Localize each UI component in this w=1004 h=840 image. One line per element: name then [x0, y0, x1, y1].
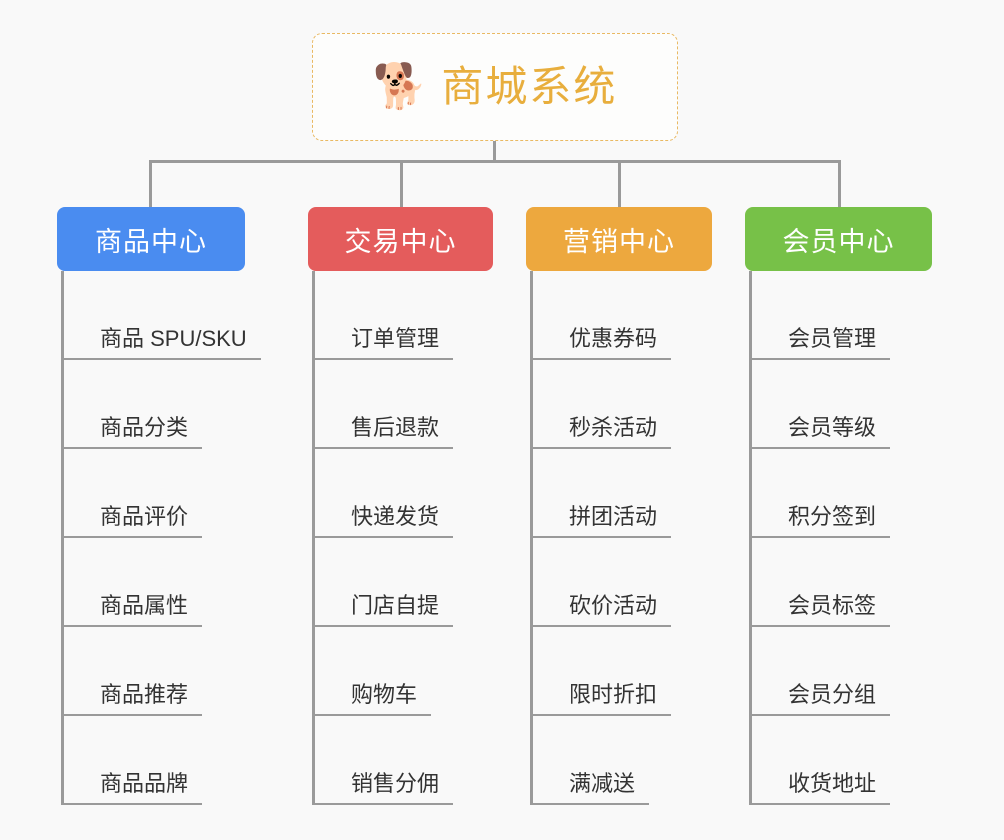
branch-header-2[interactable]: 营销中心 [526, 207, 712, 271]
leaf-label: 商品评价 [64, 504, 203, 538]
leaf-label: 砍价活动 [533, 593, 672, 627]
leaf-label: 会员标签 [752, 593, 891, 627]
leaf-item[interactable]: 会员标签 [752, 538, 932, 627]
leaf-item[interactable]: 砍价活动 [533, 538, 712, 627]
leaf-label: 会员等级 [752, 415, 891, 449]
leaf-item[interactable]: 商品评价 [64, 449, 245, 538]
branch-leaf-list-3: 会员管理 会员等级 积分签到 会员标签 会员分组 收货地址 [749, 271, 932, 805]
leaf-item[interactable]: 商品分类 [64, 360, 245, 449]
leaf-item[interactable]: 秒杀活动 [533, 360, 712, 449]
leaf-item[interactable]: 订单管理 [315, 271, 493, 360]
branch-column-1: 交易中心 订单管理 售后退款 快递发货 门店自提 购物车 销售分佣 [308, 207, 493, 805]
branch-column-3: 会员中心 会员管理 会员等级 积分签到 会员标签 会员分组 收货地址 [745, 207, 932, 805]
leaf-item[interactable]: 快递发货 [315, 449, 493, 538]
leaf-label: 拼团活动 [533, 504, 672, 538]
leaf-item[interactable]: 满减送 [533, 716, 712, 805]
branch-header-label-2: 营销中心 [563, 226, 675, 257]
leaf-label: 购物车 [315, 682, 432, 716]
leaf-label: 满减送 [533, 771, 650, 805]
leaf-label: 商品品牌 [64, 771, 203, 805]
leaf-item[interactable]: 会员等级 [752, 360, 932, 449]
leaf-label: 收货地址 [752, 771, 891, 805]
branch-column-0: 商品中心 商品 SPU/SKU 商品分类 商品评价 商品属性 商品推荐 商品品牌 [57, 207, 261, 805]
leaf-label: 积分签到 [752, 504, 891, 538]
connector-drop-3 [838, 160, 841, 208]
leaf-label: 限时折扣 [533, 682, 672, 716]
leaf-item[interactable]: 会员管理 [752, 271, 932, 360]
leaf-item[interactable]: 商品 SPU/SKU [64, 271, 261, 360]
branch-header-0[interactable]: 商品中心 [57, 207, 245, 271]
connector-drop-0 [149, 160, 152, 208]
dog-face-icon: 🐕 [372, 62, 428, 111]
leaf-label: 秒杀活动 [533, 415, 672, 449]
branch-header-label-1: 交易中心 [344, 226, 457, 257]
branch-header-1[interactable]: 交易中心 [308, 207, 493, 271]
leaf-item[interactable]: 收货地址 [752, 716, 932, 805]
leaf-label: 会员管理 [752, 326, 891, 360]
leaf-label: 销售分佣 [315, 771, 454, 805]
leaf-label: 优惠券码 [533, 326, 672, 360]
leaf-label: 商品属性 [64, 593, 203, 627]
leaf-item[interactable]: 购物车 [315, 627, 493, 716]
leaf-item[interactable]: 商品推荐 [64, 627, 245, 716]
leaf-item[interactable]: 限时折扣 [533, 627, 712, 716]
leaf-item[interactable]: 商品属性 [64, 538, 245, 627]
connector-root-stem [493, 141, 496, 162]
leaf-item[interactable]: 拼团活动 [533, 449, 712, 538]
connector-horizontal-bus [149, 160, 841, 163]
leaf-item[interactable]: 积分签到 [752, 449, 932, 538]
leaf-label: 会员分组 [752, 682, 891, 716]
leaf-item[interactable]: 门店自提 [315, 538, 493, 627]
branch-column-2: 营销中心 优惠券码 秒杀活动 拼团活动 砍价活动 限时折扣 满减送 [526, 207, 712, 805]
leaf-label: 快递发货 [315, 504, 454, 538]
leaf-label: 售后退款 [315, 415, 454, 449]
root-node[interactable]: 🐕 商城系统 [312, 33, 678, 141]
branch-leaf-list-1: 订单管理 售后退款 快递发货 门店自提 购物车 销售分佣 [312, 271, 493, 805]
leaf-item[interactable]: 会员分组 [752, 627, 932, 716]
leaf-label: 商品推荐 [64, 682, 203, 716]
leaf-label: 商品分类 [64, 415, 203, 449]
connector-drop-1 [400, 160, 403, 208]
branch-leaf-list-0: 商品 SPU/SKU 商品分类 商品评价 商品属性 商品推荐 商品品牌 [61, 271, 261, 805]
leaf-item[interactable]: 商品品牌 [64, 716, 245, 805]
branch-leaf-list-2: 优惠券码 秒杀活动 拼团活动 砍价活动 限时折扣 满减送 [530, 271, 712, 805]
root-title: 商城系统 [441, 62, 618, 110]
connector-drop-2 [618, 160, 621, 208]
leaf-item[interactable]: 优惠券码 [533, 271, 712, 360]
leaf-item[interactable]: 销售分佣 [315, 716, 493, 805]
leaf-label: 门店自提 [315, 593, 454, 627]
leaf-label: 商品 SPU/SKU [64, 326, 261, 360]
leaf-label: 订单管理 [315, 326, 454, 360]
leaf-item[interactable]: 售后退款 [315, 360, 493, 449]
branch-header-3[interactable]: 会员中心 [745, 207, 932, 271]
branch-header-label-3: 会员中心 [782, 226, 895, 257]
branch-header-label-0: 商品中心 [95, 226, 207, 257]
